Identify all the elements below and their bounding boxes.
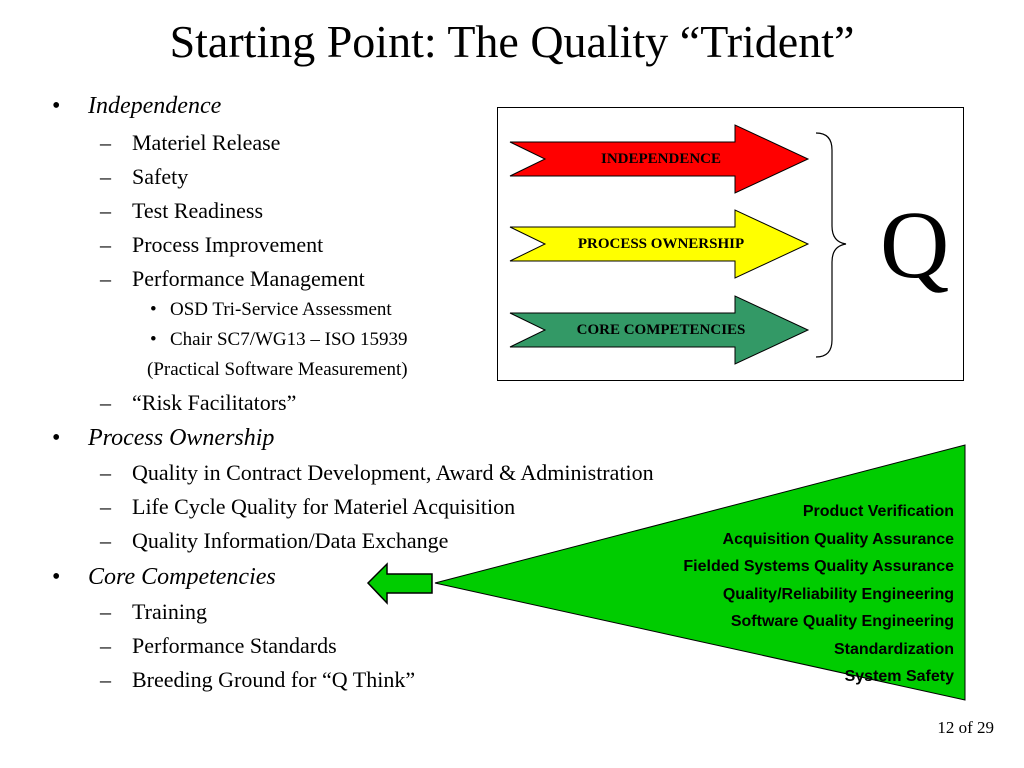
dash: – [100, 528, 111, 553]
competency-item: System Safety [844, 668, 954, 685]
independence-arrow [509, 124, 810, 194]
dash: – [100, 130, 111, 155]
dash: – [100, 390, 111, 415]
item-text: OSD Tri-Service Assessment [170, 299, 392, 320]
bullet: • [52, 93, 61, 119]
list-item: – Quality Information/Data Exchange [100, 525, 449, 557]
dash: – [100, 633, 111, 658]
list-item: – Quality in Contract Development, Award… [100, 457, 654, 489]
dash: – [100, 494, 111, 519]
competency-item: Standardization [833, 640, 954, 658]
sub-list-item: • OSD Tri-Service Assessment [150, 294, 392, 326]
process-ownership-arrow [509, 209, 810, 279]
dash: – [100, 266, 111, 291]
dash: – [100, 198, 111, 223]
item-text: Test Readiness [132, 198, 264, 223]
list-item: – “Risk Facilitators” [100, 387, 297, 419]
competency-item: Fielded Systems Quality Assurance [683, 558, 954, 575]
list-item: – Life Cycle Quality for Materiel Acquis… [100, 491, 516, 523]
item-text: Quality in Contract Development, Award &… [132, 460, 654, 485]
core-competencies-arrow [509, 295, 810, 365]
list-item: – Training [100, 596, 207, 628]
sub-list-item: • Chair SC7/WG13 – ISO 15939 [150, 324, 408, 356]
quality-symbol: Q [880, 191, 950, 298]
heading-text: Independence [88, 93, 222, 119]
arrow-label-core-competencies: CORE COMPETENCIES [576, 322, 746, 338]
bullet: • [150, 299, 157, 320]
list-item: – Process Improvement [100, 229, 324, 261]
item-text: Safety [132, 164, 189, 189]
list-item: – Safety [100, 161, 189, 193]
item-text: Breeding Ground for “Q Think” [132, 667, 416, 692]
item-text: Materiel Release [132, 130, 281, 155]
arrow-label-independence: INDEPENDENCE [600, 151, 721, 167]
heading-process-ownership: • Process Ownership [52, 422, 275, 454]
dash: – [100, 667, 111, 692]
list-item: – Materiel Release [100, 127, 281, 159]
competency-list: Product Verification Acquisition Quality… [683, 498, 954, 691]
sub-note: (Practical Software Measurement) [147, 359, 408, 380]
dash: – [100, 599, 111, 624]
heading-text: Core Competencies [88, 564, 276, 590]
competency-item: Product Verification [802, 503, 954, 520]
item-text: Process Improvement [132, 232, 324, 257]
page-number: 12 of 29 [937, 718, 994, 737]
competency-item: Software Quality Engineering [730, 613, 954, 630]
item-text: Life Cycle Quality for Materiel Acquisit… [132, 494, 516, 519]
back-arrow-icon [366, 562, 433, 605]
bullet: • [150, 329, 157, 350]
list-item: – Breeding Ground for “Q Think” [100, 664, 416, 696]
item-text: Performance Standards [132, 633, 337, 658]
item-text: Quality Information/Data Exchange [132, 528, 449, 553]
bullet: • [52, 425, 61, 451]
list-item: – Performance Management [100, 263, 365, 295]
dash: – [100, 164, 111, 189]
heading-independence: • Independence [52, 90, 222, 122]
heading-text: Process Ownership [88, 425, 275, 451]
item-text: Chair SC7/WG13 – ISO 15939 [170, 329, 408, 350]
trident-diagram-frame [497, 107, 964, 381]
item-text: “Risk Facilitators” [132, 390, 297, 415]
competency-item: Quality/Reliability Engineering [722, 585, 954, 603]
arrow-label-process-ownership: PROCESS OWNERSHIP [577, 236, 745, 252]
item-text: Performance Management [132, 266, 365, 291]
item-text: Training [132, 599, 207, 624]
list-item: – Performance Standards [100, 630, 337, 662]
bullet: • [52, 564, 61, 590]
dash: – [100, 460, 111, 485]
list-item: – Test Readiness [100, 195, 264, 227]
curly-brace [815, 132, 847, 358]
dash: – [100, 232, 111, 257]
competencies-triangle [434, 444, 966, 701]
slide-title: Starting Point: The Quality “Trident” [169, 16, 855, 67]
competency-item: Acquisition Quality Assurance [722, 530, 954, 548]
heading-core-competencies: • Core Competencies [52, 561, 276, 593]
